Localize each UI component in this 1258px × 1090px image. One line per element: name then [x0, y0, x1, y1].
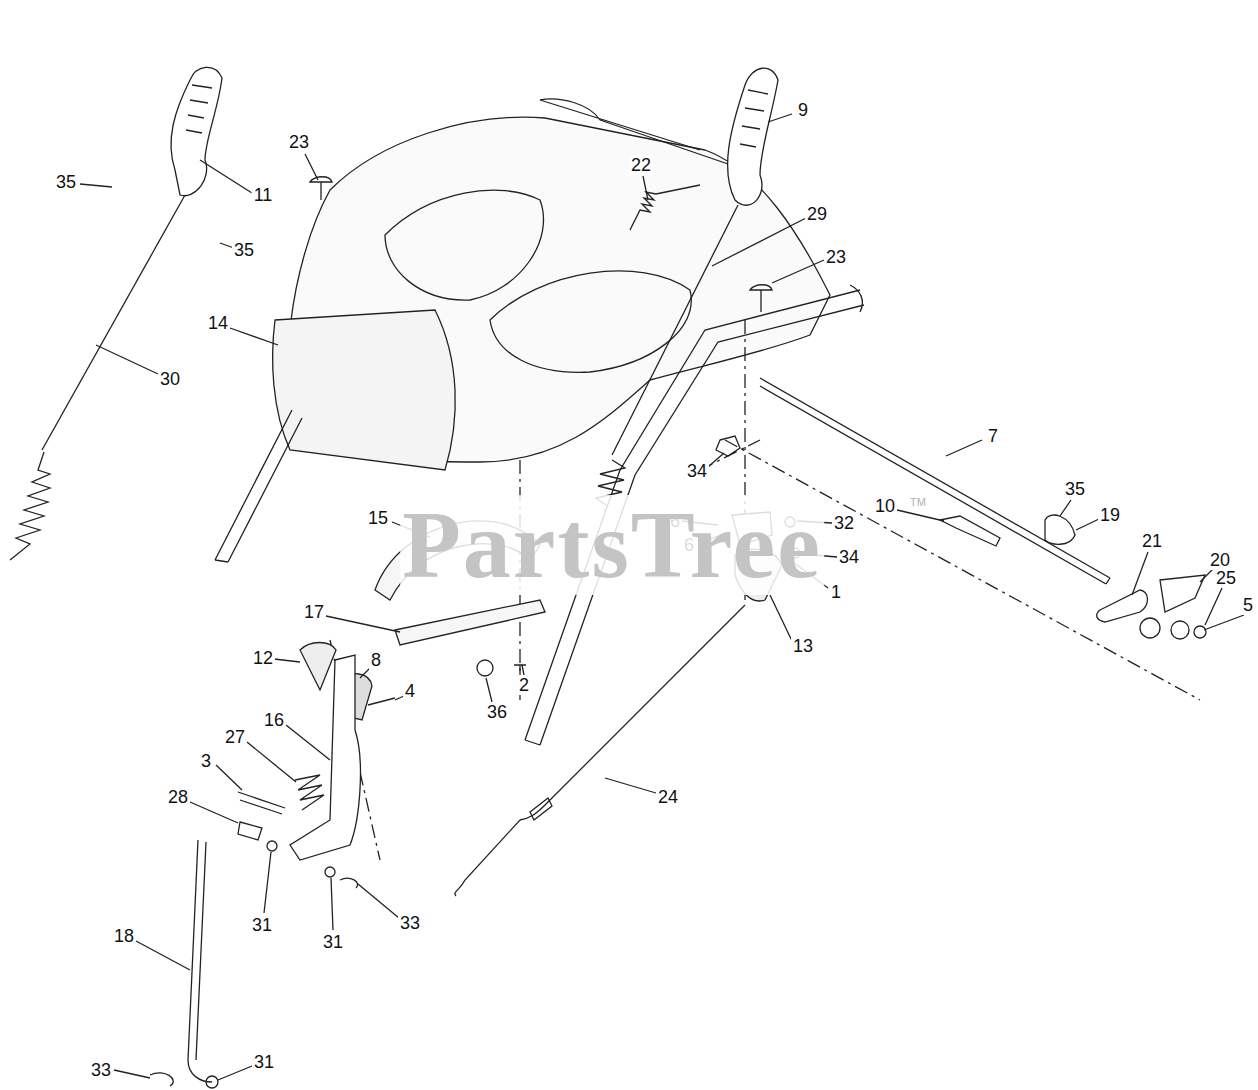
- callout-number: 35: [1063, 479, 1087, 499]
- callout-number: 30: [158, 369, 182, 389]
- callout-number: 32: [832, 513, 856, 533]
- callout-number: 23: [824, 247, 848, 267]
- trademark-mark: TM: [908, 496, 928, 508]
- callout-number: 12: [251, 648, 275, 668]
- callout-number: 13: [791, 636, 815, 656]
- callout-number: 35: [54, 172, 78, 192]
- callout-number: 16: [262, 710, 286, 730]
- callout-number: 34: [837, 547, 861, 567]
- callout-number: 22: [629, 155, 653, 175]
- watermark: PartsTree: [400, 495, 824, 595]
- callout-number: 35: [232, 240, 256, 260]
- callout-number: 10: [873, 496, 897, 516]
- callout-number: 31: [252, 1052, 276, 1072]
- callout-number: 31: [321, 932, 345, 952]
- callout-number: 36: [485, 702, 509, 722]
- callout-number: 17: [302, 602, 326, 622]
- callout-number: 8: [369, 650, 383, 670]
- callout-number: 5: [1241, 595, 1255, 615]
- callout-number: 33: [398, 913, 422, 933]
- callout-number: 29: [805, 204, 829, 224]
- callout-number: 24: [656, 787, 680, 807]
- callout-number: 19: [1098, 505, 1122, 525]
- callout-number: 27: [223, 727, 247, 747]
- callout-number: 9: [796, 100, 810, 120]
- callout-number: 11: [252, 185, 275, 205]
- callout-number: 3: [199, 751, 213, 771]
- callout-number: 34: [685, 461, 709, 481]
- callout-number: 33: [89, 1060, 113, 1080]
- callout-number: 28: [166, 787, 190, 807]
- callout-number: 25: [1214, 568, 1238, 588]
- callout-number: 18: [112, 926, 136, 946]
- callout-number: 4: [403, 681, 417, 701]
- callout-number: 2: [517, 675, 531, 695]
- callout-number: 31: [250, 915, 274, 935]
- callout-number: 23: [287, 132, 311, 152]
- callout-number: 21: [1140, 531, 1164, 551]
- drawing: [10, 67, 1244, 1088]
- callout-number: 20: [1208, 550, 1232, 570]
- callout-number: 15: [366, 508, 390, 528]
- callout-number: 7: [986, 426, 1000, 446]
- callout-number: 14: [206, 313, 230, 333]
- callout-number: 1: [829, 582, 843, 602]
